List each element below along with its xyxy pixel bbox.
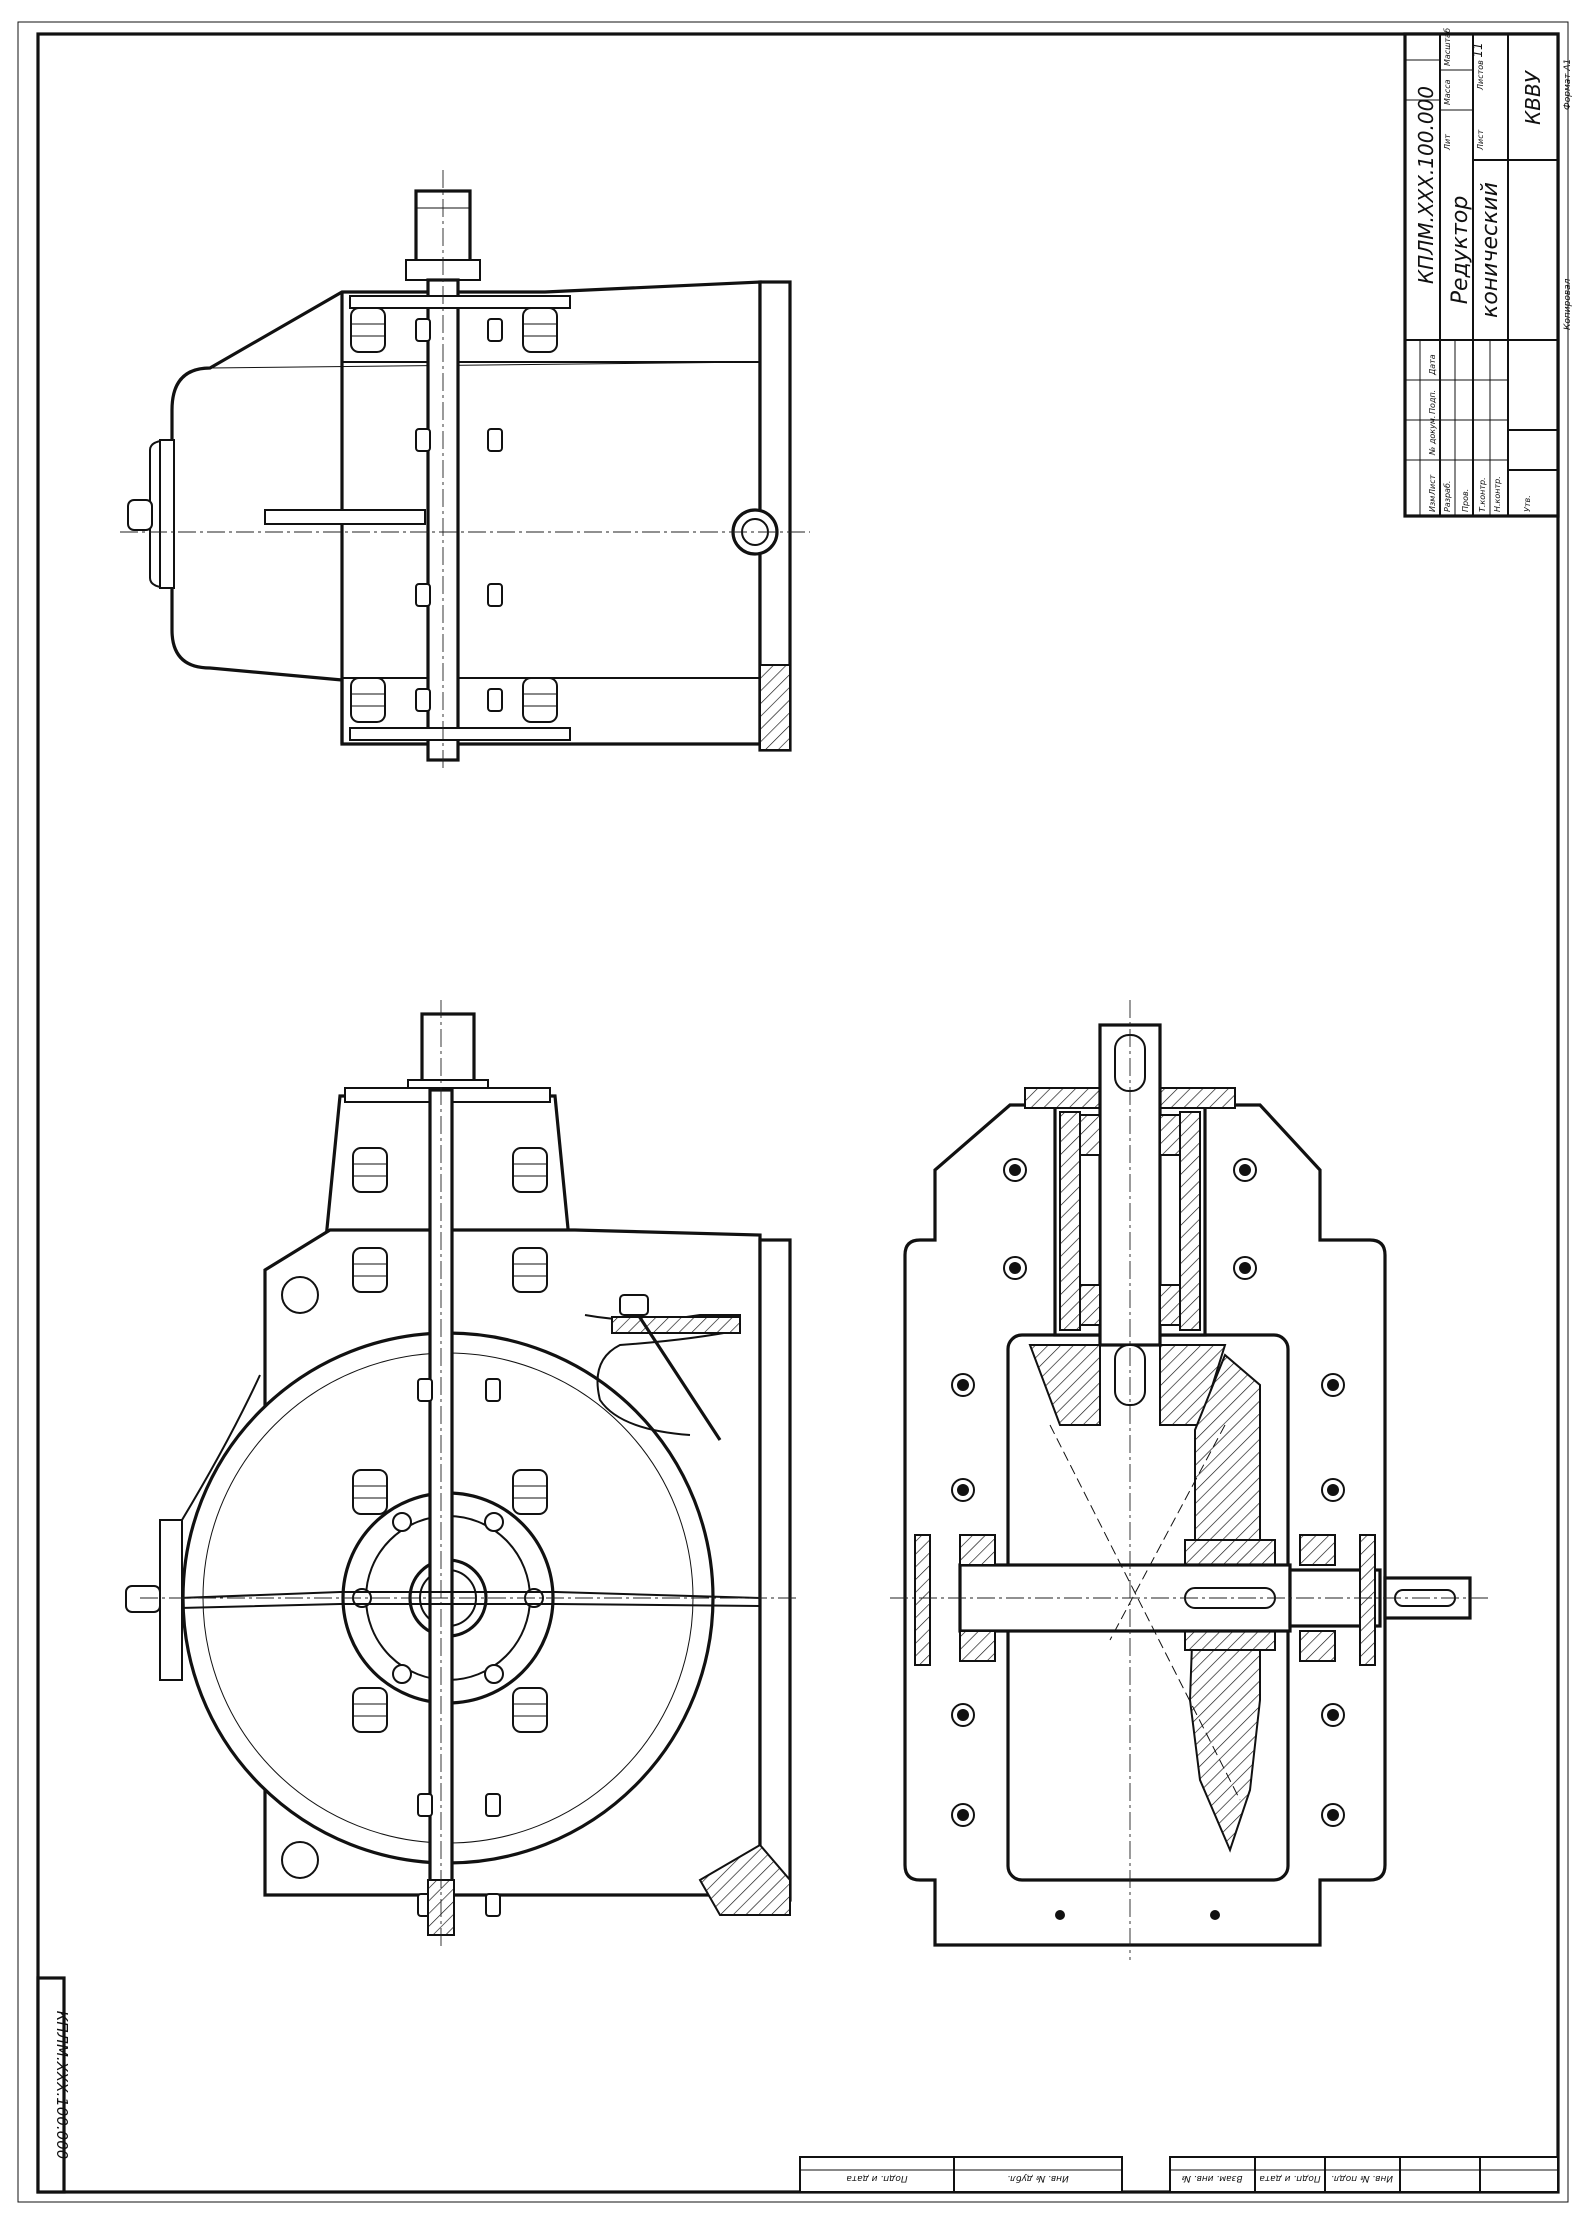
title-designation: КПЛМ.ХХХ.100.000 xyxy=(1414,86,1438,284)
row-doc: № докум. xyxy=(1428,416,1437,456)
title-sheet-count: 11 xyxy=(1471,42,1485,57)
col-sheets: Листов xyxy=(1476,60,1485,91)
strip-cell-5: Инв. № подл. xyxy=(1331,2173,1393,2183)
row-razrab: Разраб. xyxy=(1443,481,1452,512)
title-block: КПЛМ.ХХХ.100.000 Редуктор конический КВВ… xyxy=(1403,28,1573,518)
format-label: Формат А1 xyxy=(1563,59,1573,110)
side-stamp-designation: КПЛМ.ХХХ.100.000 xyxy=(53,2011,71,2160)
top-view xyxy=(120,170,810,770)
strip-cell-1: Подп. и дата xyxy=(846,2173,907,2183)
col-sheet: Лист xyxy=(1476,129,1485,151)
row-date: Дата xyxy=(1428,354,1437,376)
row-sign: Подп. xyxy=(1428,390,1437,414)
col-scale: Масштаб xyxy=(1443,28,1452,66)
bottom-strip: Подп. и дата Инв. № дубл. Взам. инв. № П… xyxy=(799,2156,1559,2193)
row-prov: Пров. xyxy=(1461,489,1470,512)
col-mass: Масса xyxy=(1443,79,1452,105)
title-name-line1: Редуктор xyxy=(1448,196,1473,305)
row-tkontr: Т.контр. xyxy=(1478,477,1487,512)
row-list: Лист xyxy=(1428,474,1437,496)
title-name-line2: конический xyxy=(1478,182,1503,318)
row-utv: Утв. xyxy=(1523,495,1532,512)
side-stamp: КПЛМ.ХХХ.100.000 xyxy=(36,1976,71,2194)
strip-cell-4: Подп. и дата xyxy=(1259,2173,1320,2183)
row-izm: Изм xyxy=(1428,496,1437,512)
strip-cell-2: Инв. № дубл. xyxy=(1007,2173,1069,2183)
sheet-frame xyxy=(17,21,1569,2203)
copied-label: Копировал xyxy=(1563,278,1573,330)
col-lit: Лит xyxy=(1443,134,1452,151)
strip-cell-3: Взам. инв. № xyxy=(1181,2173,1242,2183)
row-nkontr: Н.контр. xyxy=(1493,476,1502,512)
title-organization: КВВУ xyxy=(1521,69,1545,125)
front-view xyxy=(125,1000,800,1950)
side-section-view xyxy=(890,1000,1490,1960)
